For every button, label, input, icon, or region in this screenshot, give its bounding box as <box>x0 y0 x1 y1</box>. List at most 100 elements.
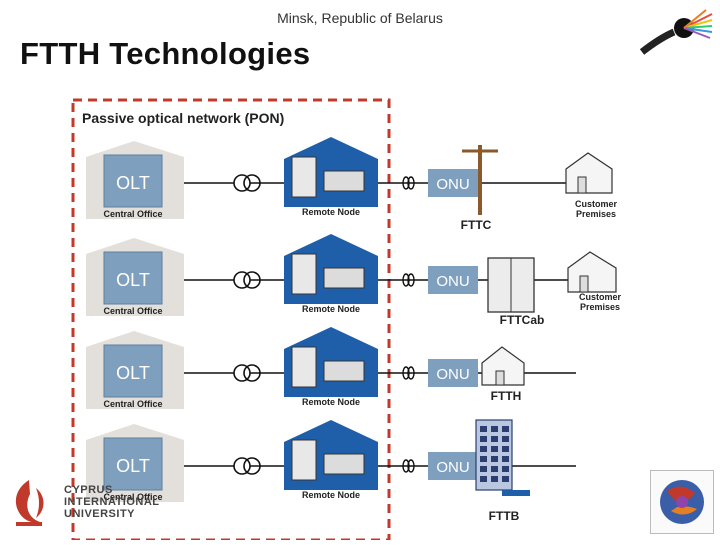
house-door-icon <box>579 275 589 293</box>
fiber-coil-small-icon <box>402 459 410 473</box>
central-office-label: Central Office <box>103 492 162 502</box>
fiber-coil-small-icon <box>407 459 415 473</box>
fiber-cable-logo <box>640 9 713 55</box>
network-row-4: OLT Central Office Remote Node ONU <box>86 420 576 502</box>
onu-label: ONU <box>436 459 469 476</box>
equipment-unit-icon <box>323 453 365 475</box>
building-window <box>502 426 509 432</box>
equipment-unit-icon <box>323 267 365 289</box>
building-window <box>491 446 498 452</box>
remote-node-label: Remote Node <box>302 397 360 407</box>
fttb-label: FTTB <box>489 509 520 523</box>
network-row-3: OLT Central Office Remote Node ONU <box>86 327 576 409</box>
central-office-label: Central Office <box>103 306 162 316</box>
building-window <box>502 476 509 482</box>
equipment-unit-icon <box>323 360 365 382</box>
fiber-coil-icon <box>243 174 261 192</box>
fiber-coil-small-icon <box>402 366 410 380</box>
customer-label: Customer <box>579 292 622 302</box>
customer-house-icon <box>567 251 617 293</box>
network-row-2: OLT Central Office Remote Node ONU <box>86 234 576 316</box>
equipment-rack-icon <box>291 346 317 388</box>
pon-border <box>71 98 391 542</box>
customer-label: Customer <box>575 199 618 209</box>
building-window <box>480 426 487 432</box>
fttcab-label: FTTCab <box>500 313 545 327</box>
building-window <box>480 476 487 482</box>
olt-box <box>103 154 163 208</box>
onu-box <box>428 452 478 480</box>
building-window <box>502 456 509 462</box>
central-office-label: Central Office <box>103 399 162 409</box>
premises-label: Premises <box>576 209 616 219</box>
building-window <box>502 466 509 472</box>
ftth-label: FTTH <box>491 389 522 403</box>
building-window <box>491 466 498 472</box>
building-window <box>480 436 487 442</box>
remote-node-label: Remote Node <box>302 207 360 217</box>
remote-node-label: Remote Node <box>302 304 360 314</box>
equipment-unit-icon <box>323 170 365 192</box>
fiber-coil-icon <box>233 271 251 289</box>
central-office-label: Central Office <box>103 209 162 219</box>
customer-house-icon <box>565 152 613 194</box>
house-door-icon <box>495 370 505 386</box>
university-name-line-3: UNIVERSITY <box>64 508 136 520</box>
fiber-coil-small-icon <box>407 273 415 287</box>
building-window <box>480 456 487 462</box>
equipment-rack-icon <box>291 439 317 481</box>
premises-label: Premises <box>580 302 620 312</box>
fttb-extras: FTTB <box>475 419 530 523</box>
decorative-globe-image <box>650 470 714 534</box>
building-window <box>480 466 487 472</box>
onu-label: ONU <box>436 273 469 290</box>
university-name-line-2: INTERNATIONAL <box>64 496 160 508</box>
olt-box <box>103 437 163 491</box>
fttc-label: FTTC <box>461 218 492 232</box>
ftth-extras: FTTH <box>481 346 525 403</box>
location-subtitle: Minsk, Republic of Belarus <box>277 10 443 26</box>
home-icon <box>481 346 525 386</box>
university-logo: CYPRUS INTERNATIONAL UNIVERSITY <box>6 478 159 533</box>
onu-label: ONU <box>436 366 469 383</box>
fiber-coil-small-icon <box>407 176 415 190</box>
fiber-coil-small-icon <box>402 273 410 287</box>
remote-node-label: Remote Node <box>302 490 360 500</box>
fiber-coil-icon <box>233 174 251 192</box>
fiber-coil-icon <box>243 364 261 382</box>
university-name-line-1: CYPRUS <box>64 484 113 496</box>
globe-icon <box>660 480 704 524</box>
fiber-coil-icon <box>243 457 261 475</box>
university-emblem-icon <box>15 480 44 526</box>
fiber-coil-small-icon <box>402 176 410 190</box>
onu-box <box>428 266 478 294</box>
fiber-coil-icon <box>233 457 251 475</box>
pon-label: Passive optical network (PON) <box>82 110 285 126</box>
building-window <box>502 446 509 452</box>
olt-label: OLT <box>116 456 150 476</box>
fiber-coil-small-icon <box>407 366 415 380</box>
building-window <box>491 456 498 462</box>
onu-box <box>428 169 478 197</box>
slide-title: FTTH Technologies <box>20 36 311 71</box>
building-window <box>480 446 487 452</box>
fiber-coil-icon <box>243 271 261 289</box>
building-window <box>491 476 498 482</box>
olt-label: OLT <box>116 270 150 290</box>
olt-box <box>103 344 163 398</box>
olt-box <box>103 251 163 305</box>
building-window <box>491 426 498 432</box>
building-window <box>491 436 498 442</box>
building-base-icon <box>502 490 530 496</box>
olt-label: OLT <box>116 363 150 383</box>
equipment-rack-icon <box>291 253 317 295</box>
building-window <box>502 436 509 442</box>
olt-label: OLT <box>116 173 150 193</box>
fiber-coil-icon <box>233 364 251 382</box>
house-door-icon <box>577 176 587 194</box>
